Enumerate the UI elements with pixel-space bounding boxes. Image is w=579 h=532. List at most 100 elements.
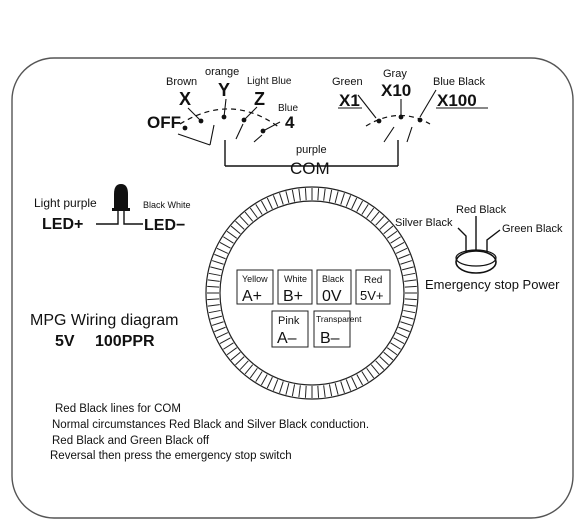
led-bulb-base xyxy=(112,208,130,211)
dial-tick xyxy=(366,367,375,379)
dial-tick xyxy=(207,304,220,307)
estop-title: Emergency stop Power xyxy=(425,277,560,292)
dial-tick xyxy=(393,241,405,249)
dial-tick xyxy=(395,247,408,254)
axis-lead-4 xyxy=(262,121,281,132)
axis-label-x: X xyxy=(179,89,191,109)
axis-selector-switch: Brown orange Light Blue Blue X Y Z 4 OFF xyxy=(147,66,298,166)
terminal-b-minus: Transparent B– xyxy=(313,310,362,348)
dial-tick xyxy=(401,266,414,271)
notes-block: Red Black lines for COM Normal circumsta… xyxy=(50,403,369,462)
estop-button-top xyxy=(455,249,497,267)
terminal-a-plus-box xyxy=(236,269,274,305)
axis-contact-y xyxy=(221,114,227,120)
dial-tick xyxy=(223,342,234,350)
terminal-a-plus-label: A+ xyxy=(242,288,262,305)
dial-tick xyxy=(208,309,221,314)
dial-tick xyxy=(334,191,339,204)
dial-tick xyxy=(255,371,263,382)
dial-tick xyxy=(366,207,375,219)
led-bulb-icon xyxy=(114,184,128,210)
dial-tick xyxy=(285,382,290,395)
terminal-5v-plus-label: 5V+ xyxy=(360,288,384,303)
dial-tick xyxy=(260,374,268,386)
led-indicator: Light purple Black White LED+ LED− xyxy=(34,184,191,234)
note-line-3: Red Black and Green Black off xyxy=(52,435,210,447)
dial-tick xyxy=(328,384,333,397)
spec-voltage: 5V xyxy=(55,333,75,350)
dial-tick xyxy=(400,321,413,326)
dial-tick xyxy=(340,381,345,394)
scale-label-x1: X1 xyxy=(339,91,360,110)
dial-tick xyxy=(404,298,417,301)
scale-contact-x100 xyxy=(417,117,423,123)
terminal-5v-plus-wire: Red xyxy=(364,275,382,286)
estop-wire-red-black: Red Black xyxy=(456,204,507,216)
terminal-a-plus-wire: Yellow xyxy=(242,274,268,284)
scale-lead-x1 xyxy=(357,94,377,119)
terminal-b-plus-box xyxy=(277,269,313,305)
com-wire-color: purple xyxy=(296,144,327,156)
dial-inner-ring xyxy=(219,200,405,386)
estop-wire-3 xyxy=(486,229,501,254)
dial-tick xyxy=(223,236,234,244)
com-bus: purple COM xyxy=(225,144,398,178)
dial-tick xyxy=(340,192,345,205)
dial-tick xyxy=(298,385,301,398)
emergency-stop: Red Black Silver Black Green Black Emerg… xyxy=(395,204,563,292)
dial-ticks xyxy=(207,188,417,398)
led-left-wire: Light purple xyxy=(34,196,97,210)
terminal-b-minus-wire: Transparent xyxy=(316,314,362,324)
terminal-a-minus-wire: Pink xyxy=(278,315,300,327)
led-lead-left xyxy=(96,211,119,225)
dial-tick xyxy=(230,351,241,361)
spec-ppr: 100PPR xyxy=(95,333,155,350)
dial-tick xyxy=(226,347,238,356)
dial-tick xyxy=(298,188,301,201)
dial-tick xyxy=(279,381,284,394)
dial-tick xyxy=(210,266,223,271)
dial-tick xyxy=(379,220,389,230)
dial-tick xyxy=(370,364,380,375)
dial-tick xyxy=(383,225,394,235)
axis-label-off: OFF xyxy=(147,113,181,132)
dial-tick xyxy=(328,189,333,202)
dial-tick xyxy=(210,315,223,320)
dial-tick xyxy=(403,272,416,277)
note-line-4: Reversal then press the emergency stop s… xyxy=(50,450,292,462)
dial-tick xyxy=(403,309,416,314)
scale-label-x10: X10 xyxy=(381,81,411,100)
dial-tick xyxy=(375,216,385,226)
dial-tick xyxy=(249,207,258,219)
dial-tick xyxy=(214,326,226,333)
dial-tick xyxy=(291,189,296,202)
led-right-wire: Black White xyxy=(143,200,191,210)
diagram-title: MPG Wiring diagram xyxy=(30,312,178,329)
dial-tick xyxy=(216,247,229,254)
axis-contact-4 xyxy=(260,128,266,134)
estop-wire-green-black: Green Black xyxy=(502,223,563,235)
dial-tick xyxy=(255,204,263,215)
estop-wire-silver-black: Silver Black xyxy=(395,217,453,229)
dial-tick xyxy=(272,379,279,391)
dial-tick xyxy=(317,385,320,398)
dial-tick xyxy=(285,191,290,204)
terminal-0v-box xyxy=(316,269,352,305)
wire-label-orange: orange xyxy=(205,66,239,78)
dial-tick xyxy=(401,315,414,320)
dial-tick xyxy=(304,188,307,201)
dial-tick xyxy=(383,351,394,361)
axis-label-z: Z xyxy=(254,89,265,109)
dial-tick xyxy=(345,195,352,207)
dial-tick xyxy=(356,374,364,386)
axis-rotor-line xyxy=(177,133,211,146)
axis-rotor-line-2 xyxy=(209,124,215,146)
scale-contact-x1 xyxy=(376,118,382,124)
dial-tick xyxy=(239,216,249,226)
axis-contact-off xyxy=(182,125,188,131)
scale-rotor-line-2 xyxy=(406,126,413,143)
terminal-a-minus: Pink A– xyxy=(271,310,309,348)
dial-outer-ring xyxy=(205,186,419,400)
dial-tick xyxy=(244,364,254,375)
dial-tick xyxy=(272,195,279,207)
